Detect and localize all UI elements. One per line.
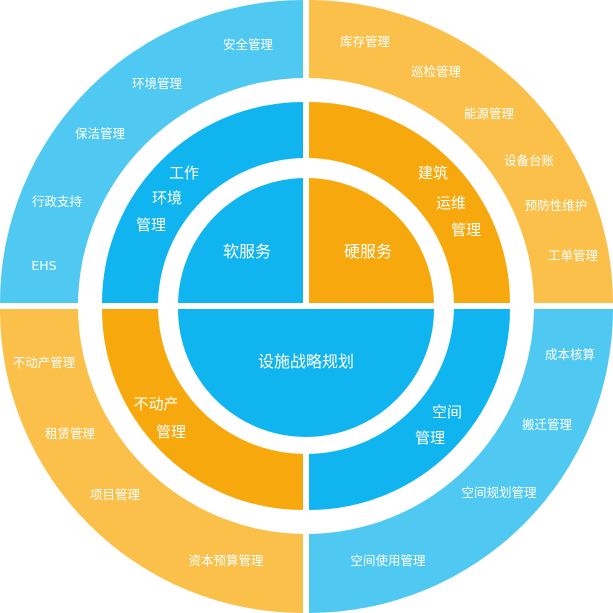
middle-label: 管理	[451, 221, 481, 239]
outer-label: 保洁管理	[75, 126, 126, 141]
outer-labels-top-right: 库存管理 巡检管理 能源管理 设备台账 预防性维护 工单管理	[340, 34, 599, 263]
outer-label: 环境管理	[132, 76, 183, 91]
middle-label: 管理	[156, 423, 186, 441]
middle-label: 建筑	[418, 164, 448, 182]
middle-label: 环境	[152, 189, 182, 207]
middle-label: 管理	[415, 429, 445, 447]
outer-label: 项目管理	[90, 487, 141, 502]
outer-label: 不动产管理	[13, 355, 76, 370]
middle-label: 管理	[136, 216, 166, 234]
outer-label: 空间使用管理	[350, 553, 426, 568]
middle-labels-bottom-left: 不动产 管理	[133, 395, 186, 441]
core-quadrant-hard-service	[309, 178, 434, 303]
core-label-hard-service: 硬服务	[344, 242, 392, 261]
outer-label: 成本核算	[545, 347, 595, 362]
middle-labels-top-left: 工作 环境 管理	[136, 164, 199, 234]
middle-label: 运维	[436, 194, 466, 212]
outer-label: 搬迁管理	[522, 417, 573, 432]
middle-labels-bottom-right: 空间 管理	[415, 403, 462, 447]
middle-label: 工作	[169, 164, 199, 182]
outer-label: 工单管理	[548, 248, 599, 263]
core-circle	[178, 178, 434, 437]
core-half-strategy	[178, 309, 434, 437]
outer-labels-top-left: 安全管理 环境管理 保洁管理 行政支持 EHS	[31, 37, 273, 273]
core-label-soft-service: 软服务	[223, 242, 271, 261]
outer-label: 安全管理	[223, 37, 274, 52]
outer-label: 租赁管理	[45, 426, 96, 441]
middle-label: 空间	[432, 403, 462, 421]
middle-labels-top-right: 建筑 运维 管理	[418, 164, 481, 239]
outer-label: 预防性维护	[525, 198, 588, 213]
outer-label: 行政支持	[32, 194, 82, 209]
outer-label: 巡检管理	[411, 64, 462, 79]
outer-label: 设备台账	[504, 153, 555, 168]
core-quadrant-soft-service	[178, 178, 303, 303]
outer-label: 资本预算管理	[188, 553, 264, 568]
outer-label: 能源管理	[464, 106, 515, 121]
outer-labels-bottom-right: 成本核算 搬迁管理 空间规划管理 空间使用管理	[350, 347, 595, 568]
outer-label: EHS	[31, 258, 56, 273]
core-label-strategy-planning: 设施战略规划	[258, 352, 354, 371]
outer-label: 库存管理	[340, 34, 391, 49]
outer-labels-bottom-left: 不动产管理 租赁管理 项目管理 资本预算管理	[13, 355, 264, 568]
middle-label: 不动产	[133, 395, 178, 413]
outer-label: 空间规划管理	[461, 485, 537, 500]
